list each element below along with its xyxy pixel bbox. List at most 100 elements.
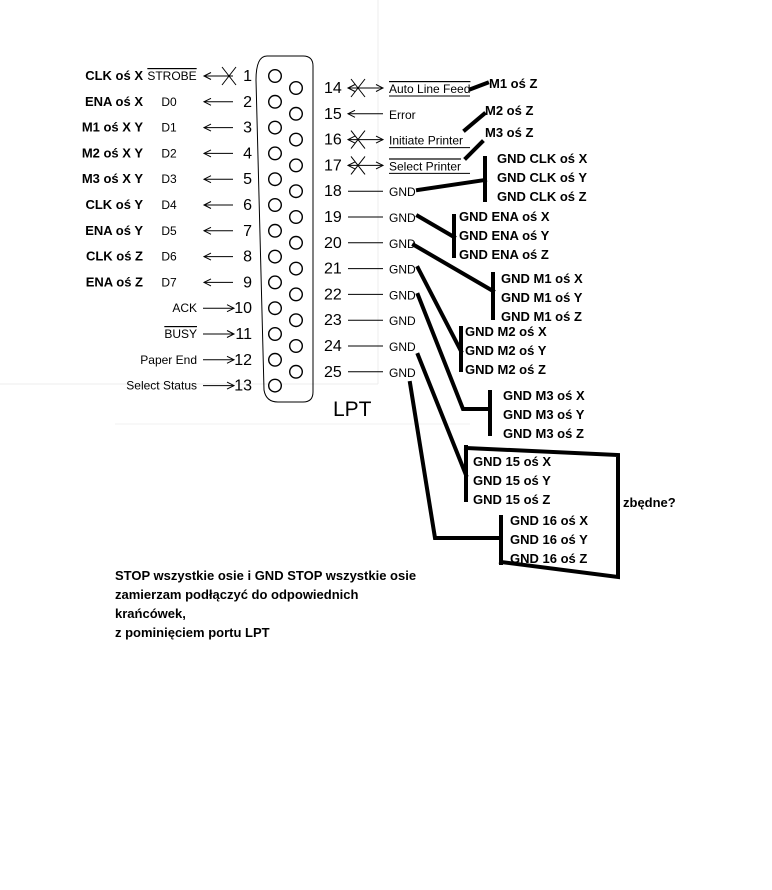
gnd-label: GND 16 oś Y [510,532,588,547]
pin-number: 9 [243,274,252,291]
pin-hole [268,275,283,290]
pin-hole [289,339,304,354]
pin-hole [268,249,283,264]
wire-14-m1 [468,80,490,92]
pin-hole [289,184,304,199]
signal-name: GND [389,263,416,277]
crossed-out-mark [350,130,366,149]
pin-hole [268,68,283,83]
signal-name: D7 [161,275,177,289]
pin-hole [268,378,283,393]
arrow-left-icon [346,109,356,118]
signal-name: Select Printer [389,159,461,173]
pin-number: 13 [234,378,252,395]
pin-number: 7 [243,223,252,240]
arrow-right-icon [226,381,236,390]
gnd-label: GND M2 oś Z [465,362,546,377]
pin-number: 17 [324,157,342,174]
crossed-out-mark [350,156,366,175]
hand-drawn-wires [407,80,620,580]
gnd-label: GND CLK oś X [497,151,588,166]
wire-20-gnd-m1 [411,242,496,294]
function-label: ENA oś Z [86,274,143,289]
signal-name: BUSY [164,327,197,341]
signal-name: GND [389,237,416,251]
pin-hole [289,80,304,95]
arrow-left-icon [202,123,212,132]
arrow-left-icon [202,226,212,235]
signal-name: GND [389,185,416,199]
note-line: STOP wszystkie osie i GND STOP wszystkie… [115,568,416,583]
pin-hole [268,301,283,316]
label-m3-z: M3 oś Z [485,125,533,140]
pin-number: 10 [234,300,252,317]
signal-name: D0 [161,95,177,109]
pin-hole [268,146,283,161]
pin-number: 2 [243,94,252,111]
wire-22-gnd-m3 [415,292,492,411]
pin-number: 20 [324,235,342,252]
arrow-right-icon [226,330,236,338]
pin-number: 11 [235,326,252,343]
function-label: ENA oś Y [85,223,143,238]
arrow-right-icon [375,161,385,170]
function-label: CLK oś Z [86,249,143,264]
pin-number: 1 [243,68,252,85]
gnd-label: GND M3 oś X [503,388,585,403]
pin-number: 16 [324,132,342,149]
pin-number: 8 [243,249,252,266]
signal-name: D6 [161,250,177,264]
pin-hole [268,197,283,212]
signal-name: D2 [161,146,177,160]
function-label: M3 oś X Y [82,171,144,186]
right-pin-row: 18 GND [324,183,416,200]
gnd-label: GND M1 oś Y [501,290,583,305]
wire-16-m2 [462,111,487,133]
pin-number: 18 [324,183,342,200]
note-line: zamierzam podłączyć do odpowiednich [115,587,358,602]
pin-hole [289,106,304,121]
arrow-left-icon [202,149,212,158]
signal-name: Initiate Printer [389,134,463,148]
gnd-label: GND M2 oś X [465,324,547,339]
pin-hole [289,209,304,224]
signal-name: GND [389,314,416,328]
pin-hole [289,287,304,302]
arrow-left-icon [202,72,212,80]
signal-name: GND [389,340,416,354]
left-pin-row: 8 D6 CLK oś Z [86,249,252,266]
note-line: z pominięciem portu LPT [115,625,270,640]
pin-hole [289,235,304,250]
gnd-label: GND 15 oś Y [473,473,551,488]
redundant-loop [463,445,620,580]
connector-pin-holes [268,68,304,393]
note-line: krańcówek, [115,606,186,621]
signal-name: Error [389,108,416,122]
wire-18-gnd-clk [415,177,488,193]
function-label: CLK oś X [85,68,143,83]
label-m1-z: M1 oś Z [489,76,537,91]
arrow-right-icon [375,84,385,92]
gnd-label: GND ENA oś X [459,209,550,224]
arrow-left-icon [346,84,356,92]
redundant-label: zbędne? [623,495,676,510]
